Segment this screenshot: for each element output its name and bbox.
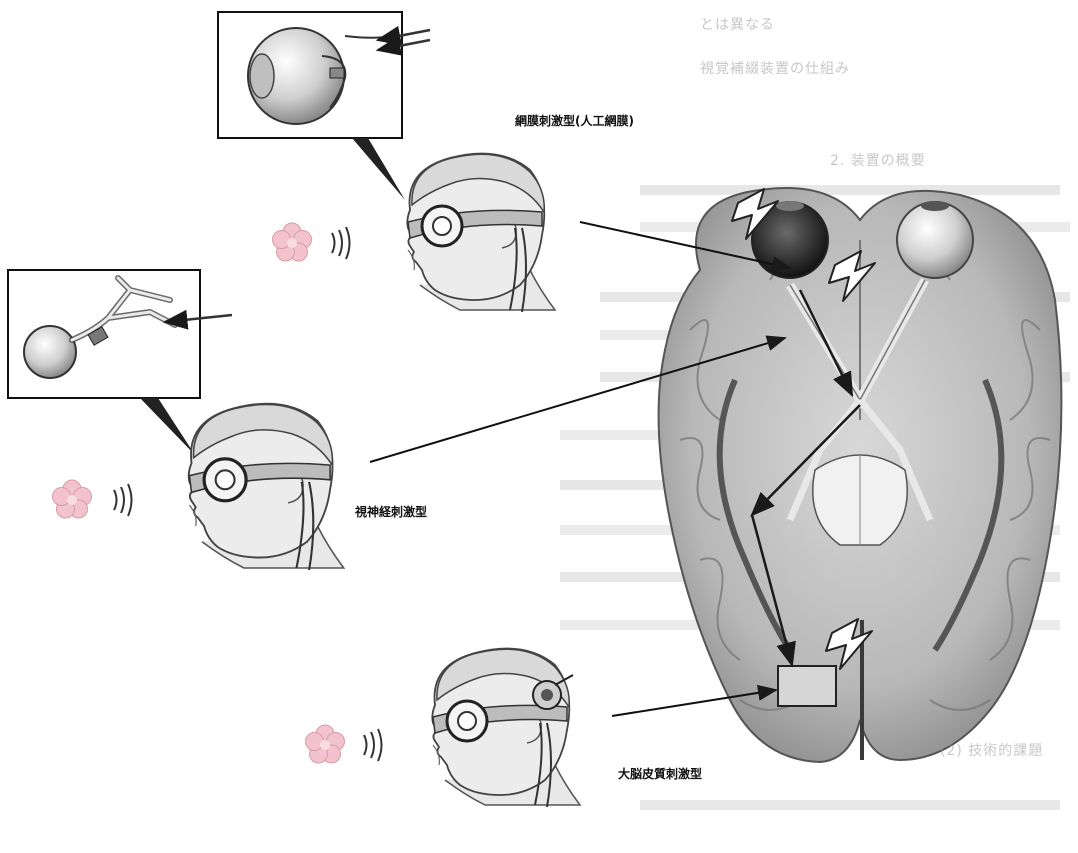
light-wave-icon <box>364 729 382 761</box>
faded-heading: (2) 技術的課題 <box>940 740 1043 760</box>
inset-connector <box>140 398 195 455</box>
inset-connector <box>352 138 405 200</box>
head-cortex-type <box>432 649 580 807</box>
light-wave-icon <box>332 227 350 259</box>
flower-stimulus-icon <box>306 725 345 763</box>
flower-stimulus-icon <box>273 223 312 261</box>
faded-text-line: 視覚補綴装置の仕組み <box>700 58 850 78</box>
optic-nerve-inset <box>8 270 232 398</box>
head-optic-nerve-type <box>189 404 344 570</box>
light-wave-icon <box>114 484 132 516</box>
head-retina-type <box>407 154 555 312</box>
faded-heading: 2. 装置の概要 <box>830 150 926 170</box>
flower-stimulus-icon <box>53 480 92 518</box>
faded-text-line: とは異なる <box>700 14 775 34</box>
label-cortex-type: 大脳皮質刺激型 <box>618 765 702 782</box>
label-optic-nerve-type: 視神経刺激型 <box>355 503 427 520</box>
label-retina-type: 網膜刺激型(人工網膜) <box>515 112 634 129</box>
retina-inset <box>218 12 430 138</box>
